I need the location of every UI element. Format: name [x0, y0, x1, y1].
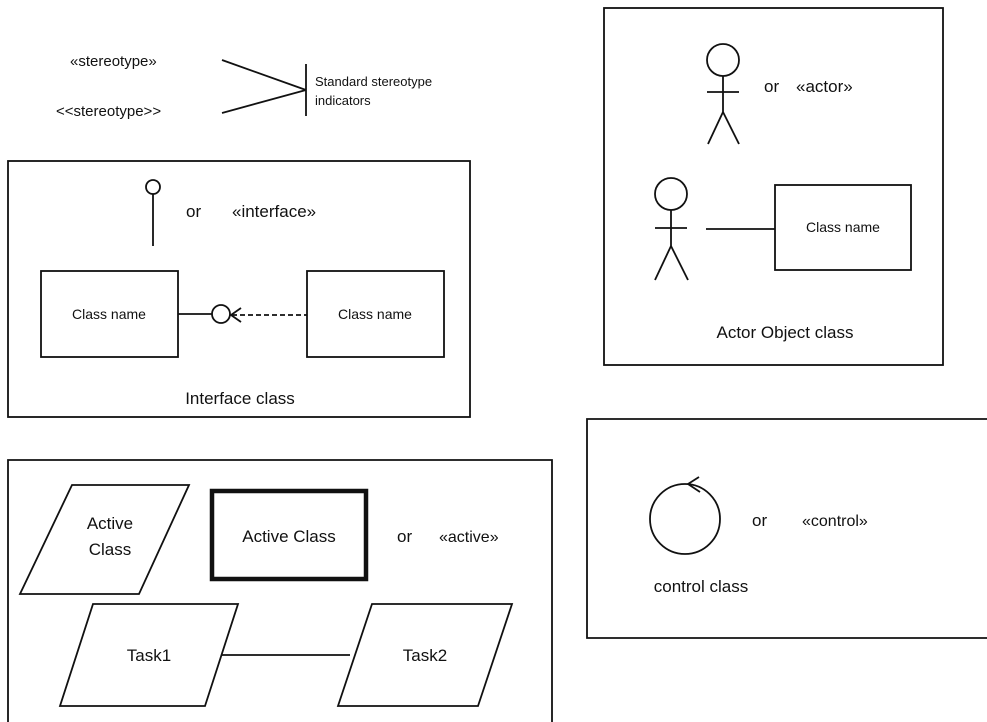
- interface-dependency-arrowhead-icon: [229, 307, 242, 323]
- indicator-label-line1: Standard stereotype: [315, 74, 432, 89]
- indicator-label-line2: indicators: [315, 93, 371, 108]
- task2-label: Task2: [403, 646, 447, 665]
- task1-parallelogram: [58, 603, 240, 707]
- control-panel-frame: [586, 418, 987, 639]
- stereotype-guillemet-label: «stereotype»: [70, 53, 157, 70]
- control-arrowhead-icon: [686, 476, 701, 493]
- active-bold-box-label: Active Class: [242, 527, 336, 546]
- actor-caption: Actor Object class: [717, 323, 854, 342]
- active-parallelogram-line2: Class: [89, 540, 132, 559]
- control-keyword: «control»: [802, 513, 868, 530]
- interface-ball-icon: [211, 304, 231, 324]
- control-panel: or «control» control class: [586, 418, 987, 639]
- control-circle-icon: [649, 483, 721, 555]
- interface-keyword: «interface»: [232, 202, 316, 221]
- interface-or-text: or: [186, 202, 201, 221]
- indicator-pointer-upper: [221, 59, 307, 91]
- interface-caption: Interface class: [185, 389, 295, 408]
- indicator-pointer-lower: [221, 89, 307, 114]
- stereotype-double-angle-label: <<stereotype>>: [56, 103, 161, 120]
- active-class-parallelogram: [18, 484, 191, 595]
- active-panel: Active Class Active Class or «active» Ta…: [7, 459, 553, 722]
- actor-object-stick-figure-icon: [654, 177, 689, 281]
- active-or-text: or: [397, 527, 412, 546]
- actor-class-box: [774, 184, 912, 271]
- active-parallelogram-line1: Active: [87, 514, 133, 533]
- interface-left-class-label: Class name: [72, 306, 146, 322]
- actor-keyword: «actor»: [796, 77, 853, 96]
- active-keyword: «active»: [439, 529, 499, 546]
- actor-class-label: Class name: [806, 219, 880, 235]
- interface-panel: or «interface» Class name Class name Int…: [7, 160, 471, 418]
- stereotype-indicators: «stereotype» <<stereotype>> Standard ste…: [56, 53, 432, 120]
- interface-right-class-label: Class name: [338, 306, 412, 322]
- active-panel-frame: [7, 459, 553, 722]
- control-caption: control class: [654, 577, 748, 596]
- active-class-bold-box: [209, 488, 369, 582]
- control-or-text: or: [752, 511, 767, 530]
- task2-parallelogram: [336, 603, 514, 707]
- actor-or-text: or: [764, 77, 779, 96]
- actor-panel: or «actor» Class name Actor Object class: [603, 7, 944, 366]
- actor-stick-figure-icon: [706, 43, 740, 145]
- task1-label: Task1: [127, 646, 171, 665]
- interface-right-class-box: [306, 270, 445, 358]
